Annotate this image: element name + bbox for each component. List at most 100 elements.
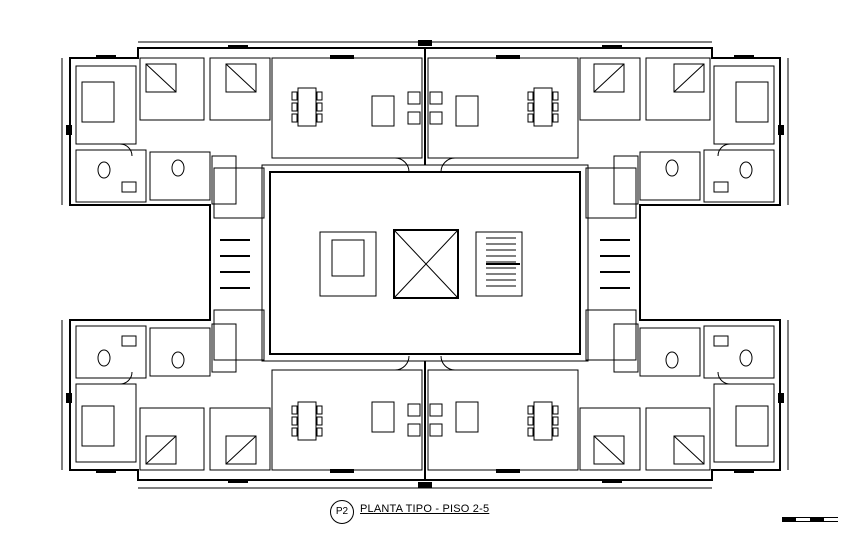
bed [735, 81, 769, 123]
elevator-core [319, 231, 377, 297]
armchair [407, 423, 421, 437]
chair [316, 405, 323, 415]
kitchen [639, 327, 701, 377]
chair [527, 113, 534, 123]
shaft [393, 229, 459, 299]
toilet [97, 161, 111, 179]
window-mark [734, 55, 754, 59]
bedroom [209, 407, 271, 471]
sofa [371, 401, 395, 433]
bed-cover [673, 435, 705, 465]
chair [291, 405, 298, 415]
apartment-unit [66, 40, 430, 257]
armchair [429, 403, 443, 417]
chair [291, 113, 298, 123]
laundry [211, 155, 237, 205]
bed [593, 63, 625, 93]
chair [291, 427, 298, 437]
door-swing [717, 371, 731, 385]
bed-cover [145, 63, 177, 93]
door-swing [119, 143, 133, 157]
window-mark [228, 479, 248, 483]
chair [552, 405, 559, 415]
bathroom [703, 325, 775, 379]
bed-cover [673, 63, 705, 93]
bedroom [139, 57, 205, 121]
laundry [211, 323, 237, 373]
armchair [407, 111, 421, 125]
bed [673, 63, 705, 93]
chair [316, 416, 323, 426]
bedroom [75, 65, 137, 145]
door-swing [440, 355, 456, 371]
chair [316, 113, 323, 123]
stair-core [475, 231, 523, 297]
chair [552, 91, 559, 101]
window-mark [96, 55, 116, 59]
window-mark [96, 469, 116, 473]
toilet [665, 351, 679, 369]
bed [145, 435, 177, 465]
toilet [171, 351, 185, 369]
toilet [739, 349, 753, 367]
bedroom [139, 407, 205, 471]
living-room [427, 57, 579, 159]
column-mark [778, 393, 784, 403]
corridor-room [585, 167, 637, 219]
window-mark [228, 45, 248, 49]
central-courtyard [269, 171, 581, 355]
kitchen [149, 327, 211, 377]
bed [225, 63, 257, 93]
window-mark [496, 469, 520, 473]
drawing-tag: P2 [330, 500, 354, 524]
apartment-unit [420, 40, 784, 257]
bed [81, 405, 115, 447]
kitchen [149, 151, 211, 201]
building-outline [69, 47, 781, 481]
bed [593, 435, 625, 465]
corridor-room [213, 309, 265, 361]
chair [316, 91, 323, 101]
corridor-room [585, 309, 637, 361]
corridor-room [213, 167, 265, 219]
bed [673, 435, 705, 465]
window-mark [330, 55, 354, 59]
bathroom [75, 325, 147, 379]
armchair [429, 111, 443, 125]
bed [81, 81, 115, 123]
living-room [271, 369, 423, 471]
door-swing [394, 157, 410, 173]
bedroom [209, 57, 271, 121]
chair [527, 91, 534, 101]
armchair [407, 403, 421, 417]
bed-cover [593, 435, 625, 465]
window-mark [602, 479, 622, 483]
door-swing [119, 371, 133, 385]
door-swing [440, 157, 456, 173]
chair [291, 91, 298, 101]
armchair [429, 91, 443, 105]
sink [121, 181, 137, 193]
chair [552, 102, 559, 112]
column-mark [420, 40, 432, 46]
bed-cover [225, 435, 257, 465]
bedroom [579, 57, 641, 121]
living-room [427, 369, 579, 471]
toilet [97, 349, 111, 367]
dining-table [533, 87, 553, 127]
sofa [455, 401, 479, 433]
chair [316, 427, 323, 437]
door-swing [717, 143, 731, 157]
sink [713, 335, 729, 347]
chair [527, 416, 534, 426]
sofa [371, 95, 395, 127]
chair [527, 102, 534, 112]
chair [527, 427, 534, 437]
column-mark [420, 482, 432, 488]
bed [225, 435, 257, 465]
chair [527, 405, 534, 415]
floor-plan-drawing [61, 40, 789, 489]
dining-table [297, 87, 317, 127]
bed-cover [225, 63, 257, 93]
chair [552, 113, 559, 123]
